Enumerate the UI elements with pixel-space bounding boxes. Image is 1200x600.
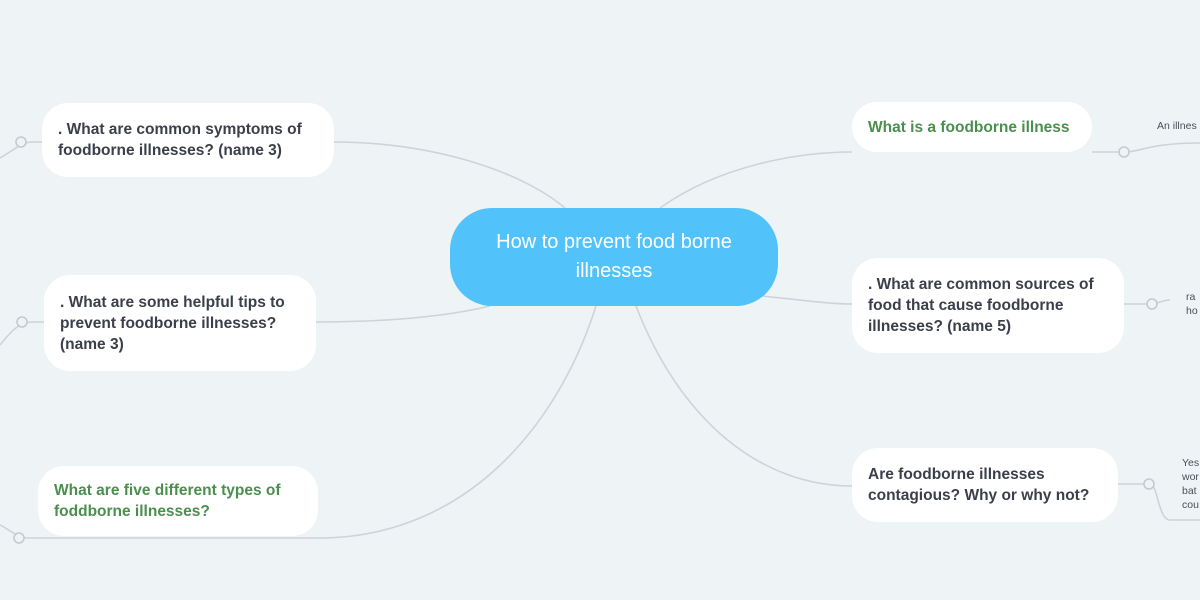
- branch-tips[interactable]: . What are some helpful tips to prevent …: [44, 275, 316, 371]
- connector-sources: [761, 295, 853, 305]
- connector-types: [317, 305, 597, 539]
- collapse-dot-types: [13, 532, 25, 544]
- branch-sources[interactable]: . What are common sources of food that c…: [852, 258, 1124, 353]
- branch-contagious[interactable]: Are foodborne illnesses contagious? Why …: [852, 448, 1118, 522]
- branch-types-label: What are five different types of foddbor…: [54, 482, 281, 520]
- central-topic[interactable]: How to prevent food borne illnesses: [450, 208, 778, 306]
- connector-symptoms: [332, 141, 566, 209]
- note-contagious[interactable]: Yes wor bat cou: [1182, 457, 1200, 511]
- branch-symptoms[interactable]: . What are common symptoms of foodborne …: [42, 103, 334, 177]
- collapse-dot-symptoms: [15, 136, 27, 148]
- connector-tips: [314, 305, 491, 323]
- branch-symptoms-label: . What are common symptoms of foodborne …: [58, 121, 302, 159]
- connector-definition: [659, 151, 853, 209]
- collapse-dot-contagious: [1143, 478, 1155, 490]
- branch-definition[interactable]: What is a foodborne illness: [852, 102, 1092, 152]
- branch-sources-label: . What are common sources of food that c…: [868, 276, 1094, 335]
- branch-tips-label: . What are some helpful tips to prevent …: [60, 293, 285, 353]
- central-topic-label: How to prevent food borne illnesses: [496, 231, 732, 282]
- connector-contagious: [635, 305, 853, 487]
- collapse-dot-definition: [1118, 146, 1130, 158]
- collapse-dot-sources: [1146, 298, 1158, 310]
- branch-definition-label: What is a foodborne illness: [868, 118, 1070, 136]
- branch-contagious-label: Are foodborne illnesses contagious? Why …: [868, 466, 1090, 504]
- note-sources[interactable]: ra ho: [1186, 291, 1198, 317]
- collapse-dot-tips: [16, 316, 28, 328]
- branch-types[interactable]: What are five different types of foddbor…: [38, 466, 318, 536]
- note-definition[interactable]: An illnes: [1157, 120, 1197, 132]
